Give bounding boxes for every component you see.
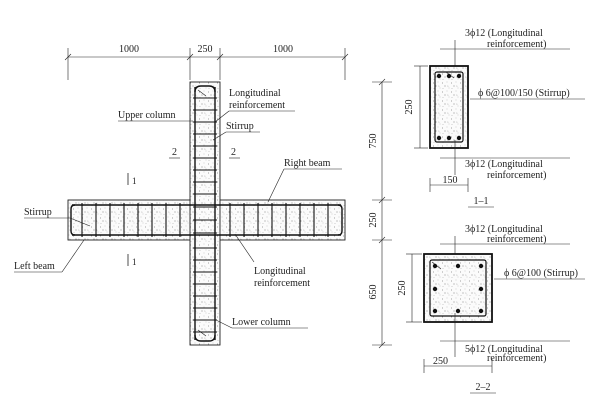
beam-stirrups [81,203,329,237]
beam-long-label-2: reinforcement [254,278,310,289]
column-long-label-2: reinforcement [229,100,285,111]
left-beam-label: Left beam [14,261,55,272]
s1-top-rebar-2: reinforcement) [487,39,546,50]
s1-title: 1–1 [474,196,489,207]
s1-stirrup [434,71,464,143]
s2-dim-height: 250 [397,281,408,296]
upper-column-label: Upper column [118,110,176,121]
section-mark-2-right: 2 [231,147,236,158]
column-stirrup-label: Stirrup [226,121,254,132]
s2-bar-tr [478,263,484,269]
s2-bottom-rebar-1: 5ϕ12 (Longitudinal [465,344,543,355]
s1-dim-height: 250 [404,100,415,115]
s1-bar-tr [456,73,462,79]
s2-title: 2–2 [476,382,491,393]
section-2-2: 3ϕ12 (Longitudinal reinforcement) 250 ϕ … [397,224,585,394]
beam-right-hook [337,204,343,236]
section-mark-1-bottom: 1 [132,257,137,267]
beam-column-elevation [67,81,346,346]
top-dimension-line: 1000 250 1000 [64,44,349,80]
s2-bar-bm [455,308,461,314]
s1-bottom-rebar-1: 3ϕ12 (Longitudinal [465,159,543,170]
s2-bar-mr [478,286,484,292]
column-top-hook [194,85,216,93]
s1-stirrup-label: ϕ 6@100/150 (Stirrup) [478,88,570,99]
s2-dim-width: 250 [433,356,448,367]
s2-bar-br [478,308,484,314]
right-beam-label: Right beam [284,158,331,169]
dim-top-center: 250 [198,44,213,55]
dim-top-left: 1000 [119,44,139,55]
right-dimension-line: 750 250 650 [368,78,392,349]
s1-bar-br [456,135,462,141]
s2-bar-tm [455,263,461,269]
s2-bar-bl [432,308,438,314]
s2-stirrup-label: ϕ 6@100 (Stirrup) [504,268,578,279]
dim-top-right: 1000 [273,44,293,55]
s1-bar-tm [446,73,452,79]
section-1-1: 3ϕ12 (Longitudinal reinforcement) 250 ϕ … [404,28,585,208]
s1-bar-bl [436,135,442,141]
s1-bottom-rebar-2: reinforcement) [487,170,546,181]
s1-bar-bm [446,135,452,141]
s2-top-rebar-1: 3ϕ12 (Longitudinal [465,224,543,235]
column-long-label-1: Longitudinal [229,88,281,99]
s2-bar-ml [432,286,438,292]
section-mark-2-left: 2 [172,147,177,158]
s2-bottom-rebar-2: reinforcement) [487,353,546,364]
s1-top-rebar-1: 3ϕ12 (Longitudinal [465,28,543,39]
s1-bar-tl [436,73,442,79]
lower-column-label: Lower column [232,317,291,328]
beam-left-hook [70,204,76,236]
column-stirrups [193,97,217,333]
s1-section-outline [429,65,469,149]
dim-right-joint: 250 [368,213,379,228]
beam-long-label-1: Longitudinal [254,266,306,277]
s2-bar-tl [432,263,438,269]
column-bottom-hook [194,334,216,342]
s2-stirrup [429,259,487,317]
dim-right-upper: 750 [368,134,379,149]
s1-dim-width: 150 [443,175,458,186]
section-markers: 2 2 1 1 [127,147,240,267]
elevation-labels: Upper column Longitudinal reinforcement … [14,88,342,329]
left-stirrup-label: Stirrup [24,207,52,218]
section-mark-1-top: 1 [132,176,137,186]
dim-right-lower: 650 [368,285,379,300]
s2-top-rebar-2: reinforcement) [487,234,546,245]
